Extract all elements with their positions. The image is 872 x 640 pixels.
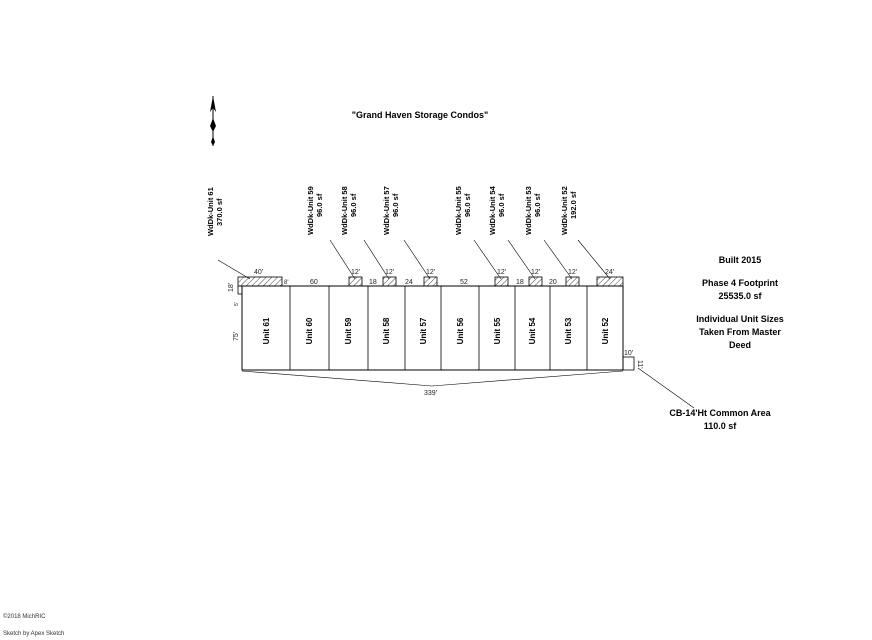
dimension-label: 18' <box>228 283 235 292</box>
common-area-value: 110.0 sf <box>703 421 737 431</box>
total-dimension-line <box>241 370 624 387</box>
deck-callout-name: WdDk-Unit 61 <box>206 187 215 236</box>
dimension-label: 24' <box>605 269 614 276</box>
unit-label: Unit 55 <box>493 317 502 344</box>
dimension-label: 12' <box>385 269 394 276</box>
deck-callout-area: 96.0 sf <box>349 193 358 217</box>
dimension-label: 12' <box>426 269 435 276</box>
building-outline <box>241 285 624 371</box>
unit-label: Unit 53 <box>564 317 573 344</box>
common-area-label: CB-14'Ht Common Area <box>669 408 771 418</box>
unit-label: Unit 59 <box>344 317 353 344</box>
dimension-label: 12' <box>531 269 540 276</box>
common-area-box <box>622 356 635 371</box>
deck-callout-name: WdDk-Unit 55 <box>454 186 463 235</box>
unit-label: Unit 52 <box>601 317 610 344</box>
deck-callout-name: WdDk-Unit 57 <box>382 186 391 235</box>
deck-callout-name: WdDk-Unit 54 <box>488 185 497 235</box>
total-dimension-label: 339' <box>424 390 437 397</box>
deck-unit-59 <box>348 276 363 287</box>
footprint-label: Phase 4 Footprint <box>701 278 778 288</box>
notes-block: Built 2015 Phase 4 Footprint 25535.0 sf … <box>690 254 790 352</box>
deck-callout-name: WdDk-Unit 53 <box>524 186 533 235</box>
deck-unit-61-step <box>237 285 243 295</box>
dimension-label: 12' <box>351 269 360 276</box>
dimension-label: 12' <box>568 269 577 276</box>
deck-callout-area: 96.0 sf <box>391 193 400 217</box>
unit-label: Unit 58 <box>382 317 391 344</box>
unit-label: Unit 54 <box>528 317 537 344</box>
deck-unit-54 <box>528 276 543 287</box>
deck-unit-61 <box>237 276 283 287</box>
built-year: Built 2015 <box>718 255 762 265</box>
deck-callout-area: 96.0 sf <box>533 193 542 217</box>
dimension-label: 20 <box>549 279 557 286</box>
deck-callout-area: 192.0 sf <box>569 191 578 219</box>
deck-unit-55 <box>494 276 509 287</box>
north-arrow-icon <box>210 96 216 146</box>
unit-label: Unit 60 <box>305 317 314 344</box>
dimension-label: 12' <box>497 269 506 276</box>
unit-sizes-note-2: Taken From Master Deed <box>699 327 781 350</box>
dimension-label: 52 <box>460 279 468 286</box>
common-area-callout: CB-14'Ht Common Area 110.0 sf <box>660 407 780 433</box>
dimension-label: 10' <box>624 350 633 357</box>
deck-callout-area: 370.0 sf <box>215 198 224 226</box>
deck-callout-area: 96.0 sf <box>315 193 324 217</box>
dimension-label: 8' <box>284 280 288 286</box>
dimension-label: 5' <box>234 302 240 306</box>
dimension-label: 60 <box>310 279 318 286</box>
unit-label: Unit 61 <box>262 317 271 344</box>
dimension-label: 75' <box>233 332 240 341</box>
footprint-value: 25535.0 sf <box>718 291 762 301</box>
copyright-text: ©2018 MichRIC <box>3 614 46 620</box>
dimension-label: 11' <box>636 360 643 369</box>
callout-leaders <box>217 239 695 409</box>
unit-dividers <box>289 286 588 370</box>
dimension-label: 18 <box>369 279 377 286</box>
deck-callout-name: WdDk-Unit 59 <box>306 186 315 235</box>
sketch-credit: Sketch by Apex Sketch <box>3 631 65 637</box>
unit-sizes-note-1: Individual Unit Sizes <box>696 314 784 324</box>
deck-callout-area: 96.0 sf <box>497 193 506 217</box>
deck-callout-name: WdDk-Unit 52 <box>560 186 569 235</box>
drawing-title: "Grand Haven Storage Condos" <box>351 110 489 120</box>
dimension-label: 24 <box>405 279 413 286</box>
deck-callout-name: WdDk-Unit 58 <box>340 186 349 235</box>
unit-label: Unit 56 <box>456 317 465 344</box>
deck-callout-area: 96.0 sf <box>463 193 472 217</box>
dimension-label: 18 <box>516 279 524 286</box>
deck-unit-58 <box>382 276 397 287</box>
deck-unit-53 <box>565 276 580 287</box>
deck-unit-52 <box>596 276 624 287</box>
deck-unit-57 <box>423 276 438 287</box>
unit-label: Unit 57 <box>419 317 428 344</box>
dimension-label: 40' <box>254 269 263 276</box>
